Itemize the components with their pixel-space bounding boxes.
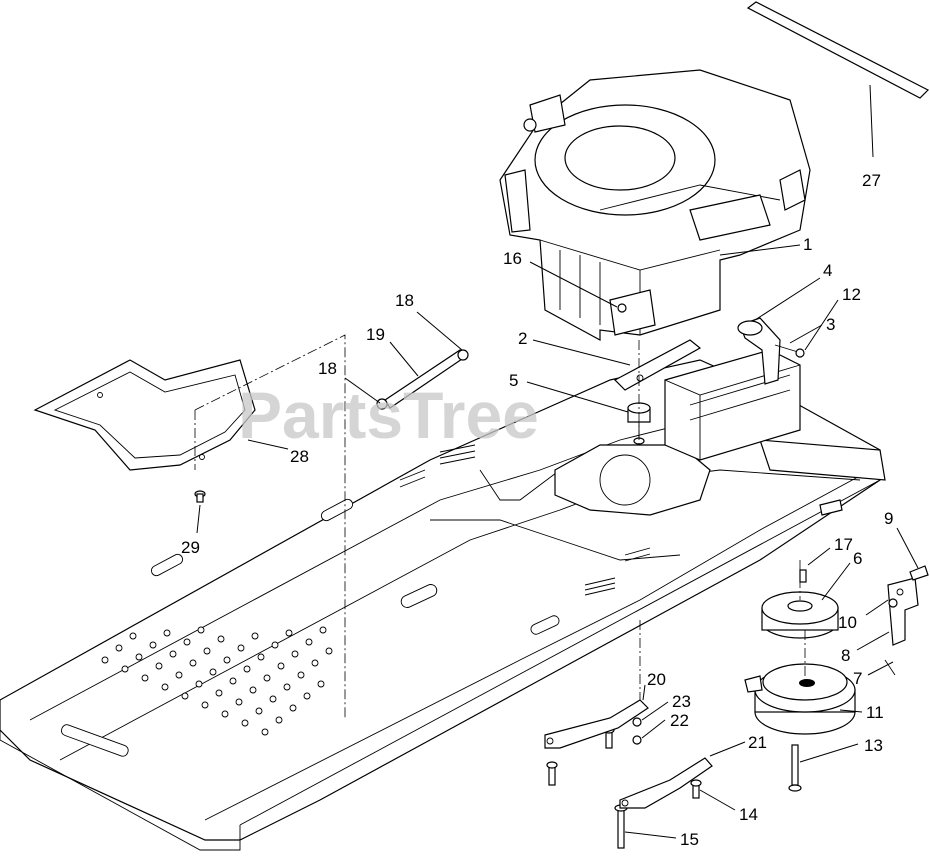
vent-hatches (399, 444, 651, 596)
perforation-hole (203, 647, 211, 655)
perforation-hole (251, 632, 259, 640)
perforation-hole (169, 650, 177, 658)
callout-5: 5 (509, 371, 518, 390)
callout-23: 23 (672, 692, 691, 711)
perforation-hole (217, 635, 225, 643)
callout-7: 7 (853, 669, 862, 688)
perforation-hole (181, 692, 189, 700)
perforation-hole (283, 683, 291, 691)
perforation-hole (257, 653, 265, 661)
callout-labels: 1 2 3 4 5 6 7 8 9 10 11 12 13 14 15 16 1… (181, 171, 893, 849)
perforation-hole (235, 698, 243, 706)
callout-21: 21 (748, 733, 767, 752)
perforation-hole (161, 683, 169, 691)
callout-27: 27 (862, 171, 881, 190)
perforation-hole (261, 728, 269, 736)
perforation-hole (249, 686, 257, 694)
perforation-hole (263, 674, 271, 682)
rod-19 (376, 349, 469, 410)
perforation-hole (311, 659, 319, 667)
perforation-hole (101, 656, 109, 664)
perforation-hole (291, 650, 299, 658)
perforation-hole (285, 629, 293, 637)
callout-18-lower: 18 (318, 359, 337, 378)
perforation-hole (149, 641, 157, 649)
pulley (761, 591, 839, 639)
callout-3: 3 (826, 315, 835, 334)
perforation-hole (325, 647, 333, 655)
perforation-hole (189, 659, 197, 667)
engine (499, 69, 811, 342)
watermark-text: PartsTree (238, 378, 539, 452)
perforation-hole (241, 719, 249, 727)
callout-8: 8 (841, 646, 850, 665)
callout-4: 4 (823, 261, 832, 280)
rod (746, 1, 930, 99)
perforation-hole (275, 716, 283, 724)
callout-9: 9 (884, 509, 893, 528)
mount-plate (614, 339, 702, 391)
callout-1: 1 (803, 235, 812, 254)
perforation-hole (129, 632, 137, 640)
callout-13: 13 (864, 736, 883, 755)
perforation-hole (215, 689, 223, 697)
chassis-frame (0, 359, 886, 851)
perforation-hole (183, 638, 191, 646)
perforation-hole (255, 707, 263, 715)
exhaust-pipe (737, 317, 805, 385)
perforation-hole (175, 671, 183, 679)
perforation-hole (243, 665, 251, 673)
perforation-hole (195, 680, 203, 688)
perforation-hole (271, 641, 279, 649)
perforation-hole (197, 626, 205, 634)
perforation-hole (221, 710, 229, 718)
electric-clutch (744, 663, 856, 735)
perforation-hole (277, 662, 285, 670)
cover-plate (33, 359, 256, 471)
callout-10: 10 (838, 613, 857, 632)
perforation-hole (269, 695, 277, 703)
perforation-hole (289, 704, 297, 712)
leader-lines (196, 84, 919, 839)
perforation-hole (155, 662, 163, 670)
callout-15: 15 (680, 830, 699, 849)
floor-perforations (101, 626, 333, 736)
perforation-hole (201, 701, 209, 709)
perforation-hole (141, 674, 149, 682)
perforation-hole (223, 656, 231, 664)
callout-28: 28 (290, 447, 309, 466)
brackets (544, 699, 713, 809)
callout-19: 19 (366, 325, 385, 344)
callout-12: 12 (842, 285, 861, 304)
callout-20: 20 (647, 670, 666, 689)
callout-2: 2 (518, 329, 527, 348)
perforation-hole (163, 629, 171, 637)
perforation-hole (135, 653, 143, 661)
perforation-hole (317, 680, 325, 688)
perforation-hole (121, 665, 129, 673)
perforation-hole (303, 692, 311, 700)
clutch-bracket (884, 565, 929, 676)
callout-29: 29 (181, 538, 200, 557)
callout-16: 16 (503, 249, 522, 268)
perforation-hole (319, 626, 327, 634)
callout-18-upper: 18 (395, 291, 414, 310)
perforation-hole (209, 668, 217, 676)
perforation-hole (297, 671, 305, 679)
callout-22: 22 (670, 711, 689, 730)
screw-29 (194, 490, 206, 503)
callout-14: 14 (739, 805, 758, 824)
callout-11: 11 (866, 703, 884, 722)
callout-17: 17 (834, 535, 853, 554)
perforation-hole (237, 644, 245, 652)
callout-6: 6 (853, 549, 862, 568)
perforation-hole (305, 638, 313, 646)
key (799, 569, 807, 583)
perforation-hole (115, 644, 123, 652)
perforation-hole (229, 677, 237, 685)
